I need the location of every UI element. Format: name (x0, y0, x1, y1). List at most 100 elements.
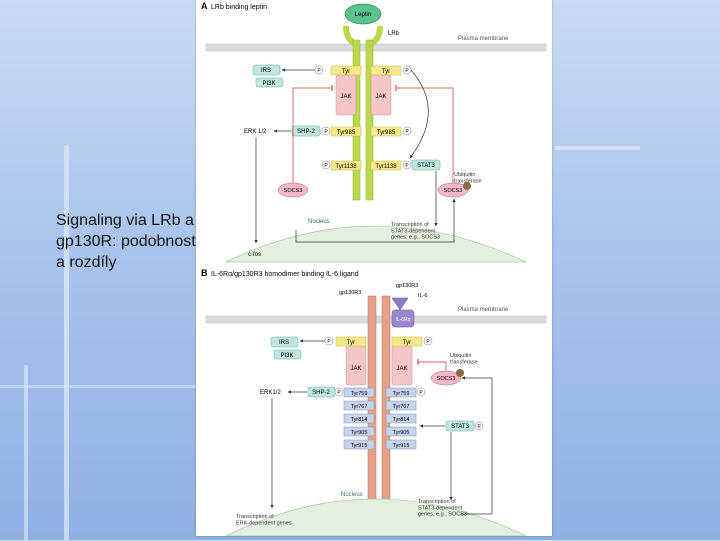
stat3-box-b (445, 420, 475, 432)
gp130-right-label: gp130R3 (396, 283, 418, 289)
phospho-985-left (321, 126, 331, 136)
nucleus-a (225, 225, 527, 263)
tyr-site-left-1-label: Tyr759 (351, 391, 368, 397)
slide-decor-vline-1 (64, 145, 69, 540)
arrow-transcription-socs3-a (295, 198, 456, 243)
phospho-left-a-label: P (317, 68, 321, 74)
tyr-site-right-4-label: Tyr905 (393, 430, 410, 436)
inhibit-socs3-left-a (292, 87, 332, 183)
pi3k-label-a: PI3K (262, 81, 275, 87)
figure-svg: A LRb binding leptin Plasma membrane Lep… (201, 1, 547, 537)
irs-box-b (270, 336, 299, 348)
panel-a: A LRb binding leptin Plasma membrane Lep… (201, 1, 547, 263)
nucleus-label-b: Nucleus (341, 492, 363, 498)
tyr-right-a (370, 65, 402, 76)
lrb-label: LRb (388, 31, 400, 37)
inhibit-socs3-right-a (396, 87, 454, 183)
phospho-right-b-label: P (426, 339, 430, 345)
tyr1138-left-label: Tyr1138 (335, 164, 357, 170)
jak-left-a-label: JAK (340, 94, 351, 100)
tyr1138-right (370, 160, 402, 171)
slide-decor-hline-2 (0, 385, 196, 388)
il6-label: IL-6 (418, 293, 427, 299)
tyr-left-a-label: Tyr (342, 69, 350, 75)
tyr-site-left-3 (343, 413, 375, 424)
irs-label-b: IRS (279, 340, 289, 346)
pi3k-label-b: PI3K (280, 353, 293, 359)
tyr-site-left-1 (343, 387, 375, 398)
panel-b-letter: B (201, 268, 208, 278)
panel-a-letter: A (201, 1, 208, 11)
jak-left-b-label: JAK (350, 366, 361, 372)
tyr-left-a (330, 65, 362, 76)
phospho-759-left-label: P (337, 390, 341, 396)
tyr985-left (330, 126, 362, 137)
tyr-sites-right: Tyr759 Tyr767 Tyr814 Tyr905 Tyr915 (385, 387, 417, 450)
tyr985-left-label: Tyr985 (337, 130, 356, 136)
membrane-label-b: Plasma membrane (458, 307, 509, 313)
tyr-site-right-3 (385, 413, 417, 424)
jak-right-b-label: JAK (396, 366, 407, 372)
erk-label-b: ERK1/2 (260, 390, 281, 396)
pi3k-box-b (273, 349, 302, 360)
il6-ligand (391, 297, 409, 311)
shp2-label-b: SHP-2 (312, 390, 330, 396)
ubiquitin-dot-b (456, 369, 464, 377)
phospho-1138-right-label: P (405, 163, 409, 169)
tyr-site-left-2-label: Tyr767 (351, 404, 368, 410)
tyr-site-left-5 (343, 439, 375, 450)
slide-decor-hline-1 (555, 146, 640, 150)
tyr985-right-label: Tyr985 (377, 130, 396, 136)
phospho-759-right (416, 387, 426, 397)
tyr-sites-left: Tyr759 Tyr767 Tyr814 Tyr905 Tyr915 (343, 387, 375, 450)
tyr-site-right-5-label: Tyr915 (393, 443, 410, 449)
leptin-label: Leptin (355, 12, 371, 18)
phospho-right-b (423, 336, 433, 346)
tyr-left-b (335, 336, 367, 347)
stat3-box-a (411, 159, 441, 171)
tyr-site-left-4-label: Tyr905 (351, 430, 368, 436)
tyr-right-b-label: Tyr (403, 340, 411, 346)
il6ra-receptor (391, 309, 415, 328)
jak-right-a-label: JAK (375, 94, 386, 100)
phospho-1138-right (402, 160, 412, 170)
tyr-site-right-2-label: Tyr767 (393, 404, 410, 410)
shp2-box-a (291, 125, 321, 137)
phospho-759-right-label: P (419, 390, 423, 396)
phospho-985-right (402, 126, 412, 136)
panel-a-title: LRb binding leptin (211, 4, 267, 11)
slide-caption: Signaling via LRb a gp130R: podobnosti a… (56, 212, 200, 271)
ubiquitin-dot-a (463, 182, 471, 190)
il6ra-label: IL-6Rα (395, 317, 410, 323)
tyr-right-b (391, 336, 423, 347)
erk-label-a: ERK 1/2 (244, 129, 267, 135)
signaling-figure: A LRb binding leptin Plasma membrane Lep… (196, 0, 552, 537)
tyr-site-right-4 (385, 426, 417, 437)
socs3-right-a-label: SOCS3 (444, 188, 463, 194)
phospho-985-left-label: P (324, 129, 328, 135)
tyr-right-a-label: Tyr (382, 69, 390, 75)
inhibit-socs3-b (418, 361, 447, 371)
irs-box-a (252, 64, 281, 76)
jak-right-b (391, 344, 413, 386)
leptin-ligand (344, 3, 382, 25)
phospho-stat3-b (474, 421, 484, 431)
lrb-chain-left (352, 39, 361, 201)
irs-label-a: IRS (261, 68, 271, 74)
gp130-left-label: gp130R3 (339, 290, 361, 296)
socs3-left-a-label: SOCS3 (284, 188, 303, 194)
tyr-site-right-2 (385, 400, 417, 411)
phospho-1138-left (321, 160, 331, 170)
phospho-left-b-label: P (327, 339, 331, 345)
tyr-site-left-4 (343, 426, 375, 437)
phospho-right-a-label: P (405, 68, 409, 74)
slide-decor-vline-2 (24, 365, 28, 540)
shp2-box-b (307, 386, 336, 398)
stat3-label-b: STAT3 (451, 424, 469, 430)
lrb-chain-right (365, 39, 374, 201)
panel-b-title: IL-6Rα/gp130R3 homodimer binding IL-6 li… (211, 271, 359, 278)
